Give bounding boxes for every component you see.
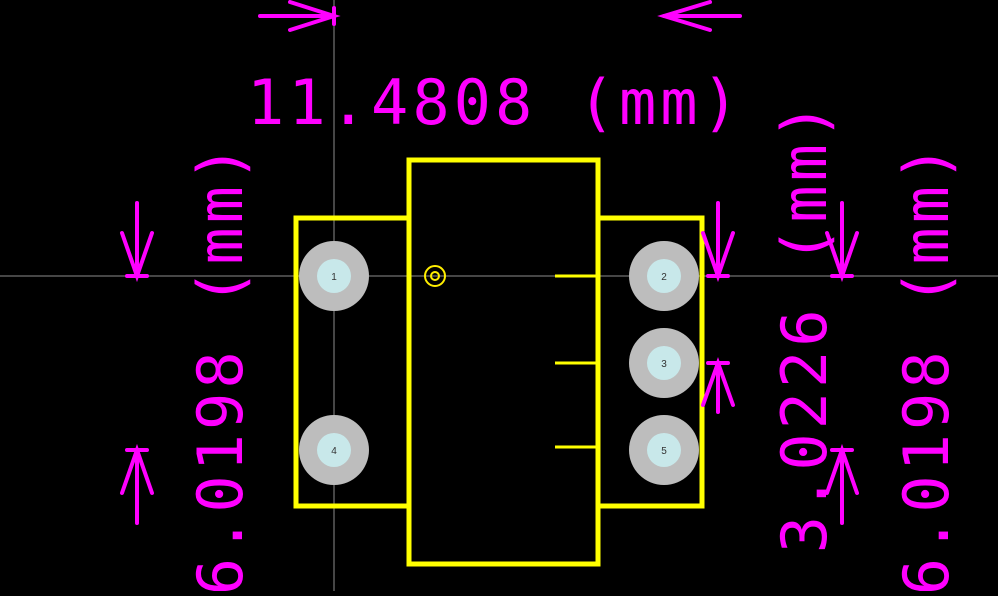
dimension-height-left-label: 6.0198 (mm): [184, 141, 257, 591]
pitch-arrow-top-icon: [701, 201, 735, 283]
pad-label: 5: [661, 446, 667, 457]
left-pad-outline: [293, 215, 412, 509]
dimension-width-label: 11.4808 (mm): [247, 66, 743, 139]
origin-marker-icon: [424, 265, 446, 287]
pad-5[interactable]: 5: [629, 415, 699, 485]
pad-label: 1: [331, 272, 337, 283]
pad-3[interactable]: 3: [629, 328, 699, 398]
pad-1[interactable]: 1: [299, 241, 369, 311]
left-height-arrow-bottom-icon: [120, 443, 154, 525]
width-arrow-right-icon: [657, 0, 742, 32]
dimension-height-right-label: 6.0198 (mm): [890, 141, 963, 591]
right-height-arrow-top-icon: [825, 201, 859, 283]
pad-label: 3: [661, 359, 667, 370]
body-tick-marks: [555, 274, 598, 449]
pad-label: 2: [661, 272, 667, 283]
pad-label: 4: [331, 446, 337, 457]
pad-4[interactable]: 4: [299, 415, 369, 485]
pad-2[interactable]: 2: [629, 241, 699, 311]
left-height-arrow-top-icon: [120, 201, 154, 283]
width-arrow-left-icon: [258, 0, 341, 32]
pitch-arrow-bottom-icon: [701, 357, 735, 414]
dimension-pitch-label: 3.0226 (mm): [768, 99, 841, 554]
dimension-arrows: [120, 0, 859, 525]
right-height-arrow-bottom-icon: [825, 443, 859, 525]
